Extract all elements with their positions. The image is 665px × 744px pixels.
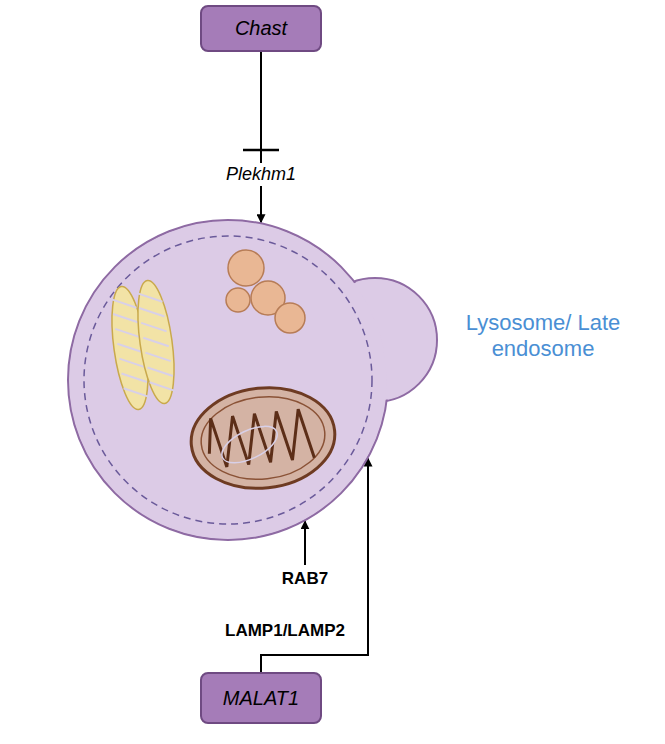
gene-box: MALAT1 [200,672,322,724]
rab7-arrow [304,521,306,565]
mitochondrion [186,381,340,496]
gene-label: Plekhm1 [223,163,299,186]
gene-box: Chast [200,5,322,52]
orange-vesicles [226,250,305,333]
inner-membrane [84,236,372,524]
lysosome-shape: Lysosome/ Late endosome [68,220,438,540]
compartment-label: Lysosome/ Late endosome [448,310,638,363]
gene-name: Chast [235,17,287,40]
connector-arrow [260,52,262,222]
gene-name: MALAT1 [223,687,299,710]
vesicle-outline [68,220,388,540]
lysosome-illustration [68,220,438,540]
vesicle-fill [70,222,387,539]
protein-label: LAMP1/LAMP2 [222,620,348,642]
yellow-organelles [106,278,181,411]
protein-label: RAB7 [279,568,331,590]
